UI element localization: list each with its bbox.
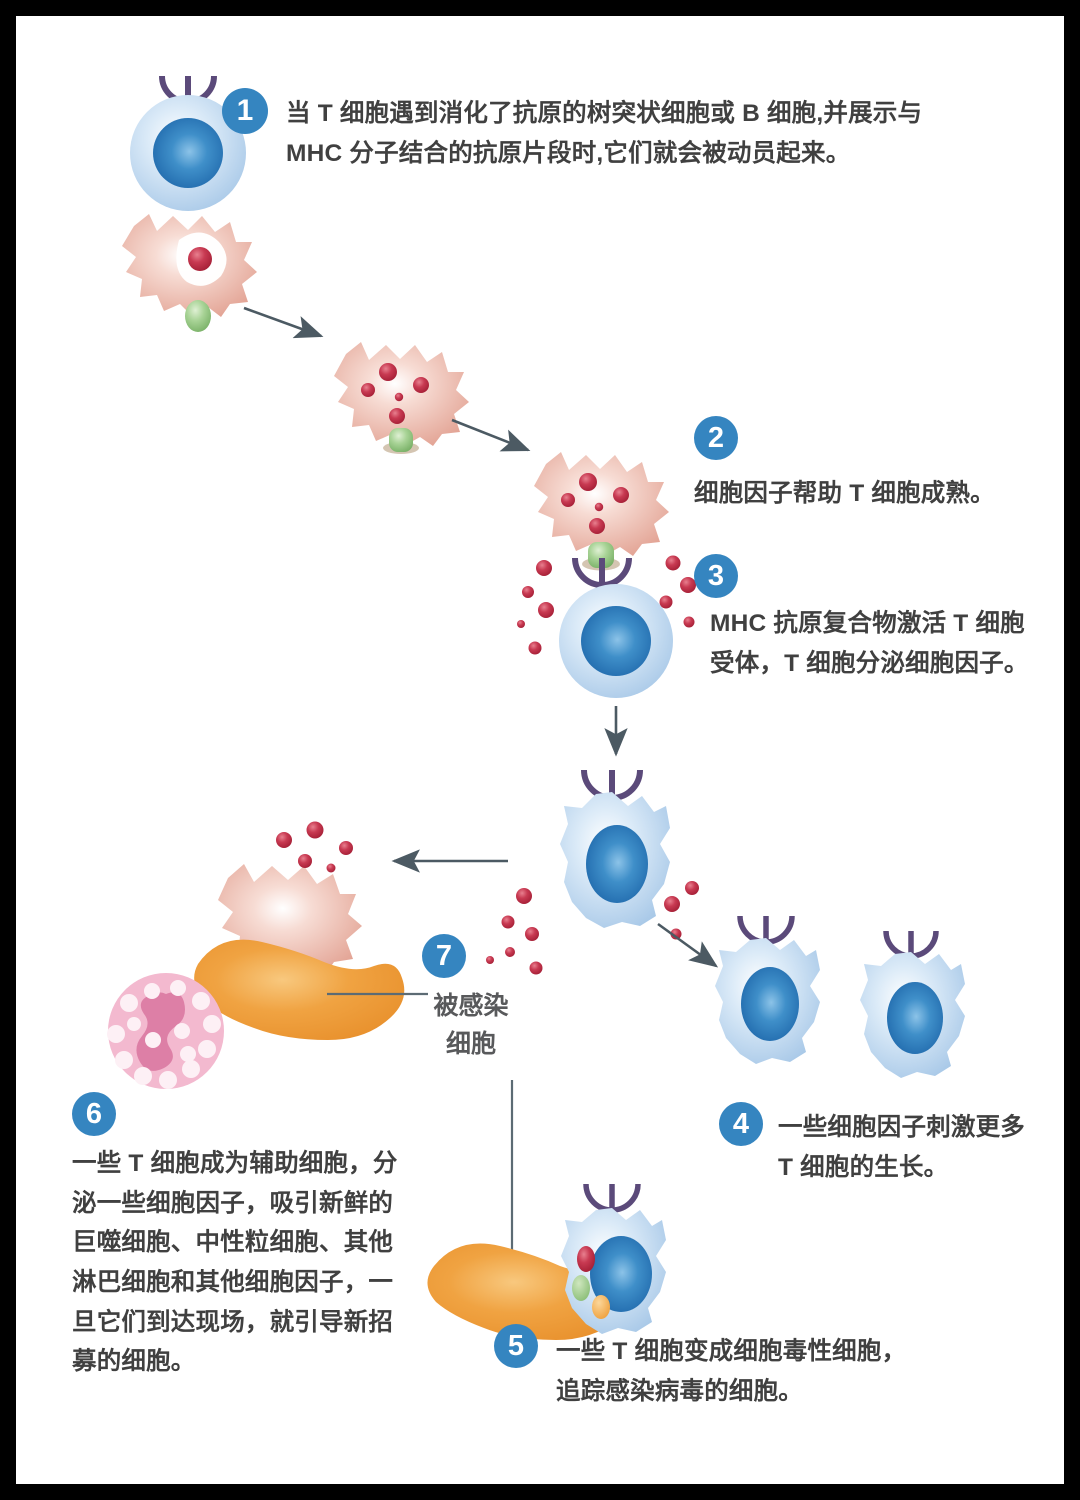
step-badge-3: 3 [694, 554, 738, 598]
step-text-1-line-1: 当 T 细胞遇到消化了抗原的树突状细胞或 B 细胞,并展示与 [286, 100, 923, 127]
cytokine-cluster-step6 [276, 821, 353, 873]
step-badge-5: 5 [494, 1324, 538, 1368]
t-cell-activated-bound [559, 557, 673, 698]
orange-cell-upper [194, 939, 405, 1040]
granule-orange [592, 1295, 610, 1319]
step-text-2: 细胞因子帮助 T 细胞成熟。 [694, 480, 995, 507]
cytokine-cluster-step3 [517, 555, 696, 655]
dendritic-cell-engulfing [122, 214, 257, 332]
antigen-fragment [561, 493, 575, 507]
antigen-fragment [413, 377, 429, 393]
step-text-4: 一些细胞因子刺激更多 T 细胞的生长。 [778, 1108, 1048, 1187]
figure-page: 1 当 T 细胞遇到消化了抗原的树突状细胞或 B 细胞,并展示与 MHC 分子结… [16, 16, 1064, 1484]
infected-cell-label-line-2: 细胞 [445, 1029, 496, 1058]
process-arrow-1 [243, 306, 324, 339]
step-badge-4: 4 [719, 1102, 763, 1146]
step-text-3: MHC 抗原复合物激活 T 细胞 受体，T 细胞分泌细胞因子。 [710, 604, 1062, 683]
antigen-fragment [579, 473, 597, 491]
cell-nucleus [741, 967, 799, 1041]
step-text-1: 当 T 细胞遇到消化了抗原的树突状细胞或 B 细胞,并展示与 MHC 分子结合的… [286, 94, 996, 173]
illustration-layer [107, 75, 965, 1340]
mhc-molecule [588, 542, 614, 568]
antigen-fragment [594, 502, 604, 512]
step-text-6-line-2: 泌一些细胞因子，吸引新鲜的 [72, 1189, 394, 1217]
granule-red [577, 1246, 595, 1272]
infected-cell-label: 被感染 细胞 [414, 988, 528, 1063]
t-cell-proliferated-b [860, 930, 965, 1078]
step-text-6-line-5: 旦它们到达现场，就引导新招 [72, 1308, 394, 1336]
step-text-4-line-2: T 细胞的生长。 [778, 1153, 949, 1181]
cell-nucleus [153, 118, 223, 188]
mhc-molecule [185, 300, 211, 332]
process-arrow-2 [451, 418, 531, 452]
cytokine-cluster-center [486, 881, 699, 975]
antigen-particle [188, 247, 212, 271]
antigen-fragment [589, 518, 605, 534]
neutrophil-granules [107, 980, 221, 1089]
orange-cell-body [194, 939, 405, 1040]
antigen-fragment [379, 363, 397, 381]
t-cell-naive [130, 75, 246, 211]
dendritic-cell-presenting [534, 452, 669, 571]
step-badge-2: 2 [694, 416, 738, 460]
step-badge-6: 6 [72, 1092, 116, 1136]
antigen-fragment [394, 392, 404, 402]
step-text-6-line-6: 募的细胞。 [72, 1348, 196, 1376]
step-text-6: 一些 T 细胞成为辅助细胞，分 泌一些细胞因子，吸引新鲜的 巨噬细胞、中性粒细胞… [72, 1144, 442, 1382]
step-text-4-line-1: 一些细胞因子刺激更多 [778, 1114, 1025, 1141]
step-text-5-line-2: 追踪感染病毒的细胞。 [556, 1377, 803, 1405]
cell-nucleus [590, 1236, 652, 1312]
step-badge-1: 1 [222, 88, 268, 134]
step-text-6-line-3: 巨噬细胞、中性粒细胞、其他 [72, 1229, 394, 1257]
antigen-fragment [361, 383, 375, 397]
step-text-6-line-4: 淋巴细胞和其他细胞因子，一 [72, 1269, 394, 1297]
step-text-6-line-1: 一些 T 细胞成为辅助细胞，分 [72, 1150, 398, 1177]
t-cell-proliferated-a [715, 915, 820, 1064]
t-cell-amoeboid-activated [560, 769, 670, 928]
step-text-5-line-1: 一些 T 细胞变成细胞毒性细胞， [556, 1338, 907, 1365]
step-text-1-line-2: MHC 分子结合的抗原片段时,它们就会被动员起来。 [286, 139, 851, 167]
step-text-3-line-1: MHC 抗原复合物激活 T 细胞 [710, 610, 1025, 637]
cell-nucleus [887, 982, 943, 1054]
cell-nucleus [581, 606, 651, 676]
mhc-molecule [389, 428, 413, 452]
granule-green [572, 1275, 590, 1301]
dendritic-cell-processing [334, 342, 469, 454]
antigen-fragment [613, 487, 629, 503]
neutrophil-nucleus [136, 992, 185, 1071]
cell-nucleus [586, 825, 648, 903]
step-text-3-line-2: 受体，T 细胞分泌细胞因子。 [710, 649, 1029, 677]
antigen-fragment [389, 408, 405, 424]
infected-cell-label-line-1: 被感染 [433, 992, 509, 1020]
step-badge-7: 7 [422, 934, 466, 978]
step-text-5: 一些 T 细胞变成细胞毒性细胞， 追踪感染病毒的细胞。 [556, 1332, 1026, 1411]
process-arrow-4 [657, 922, 719, 968]
t-cell-cytotoxic [561, 1183, 666, 1334]
neutrophil [107, 973, 224, 1089]
